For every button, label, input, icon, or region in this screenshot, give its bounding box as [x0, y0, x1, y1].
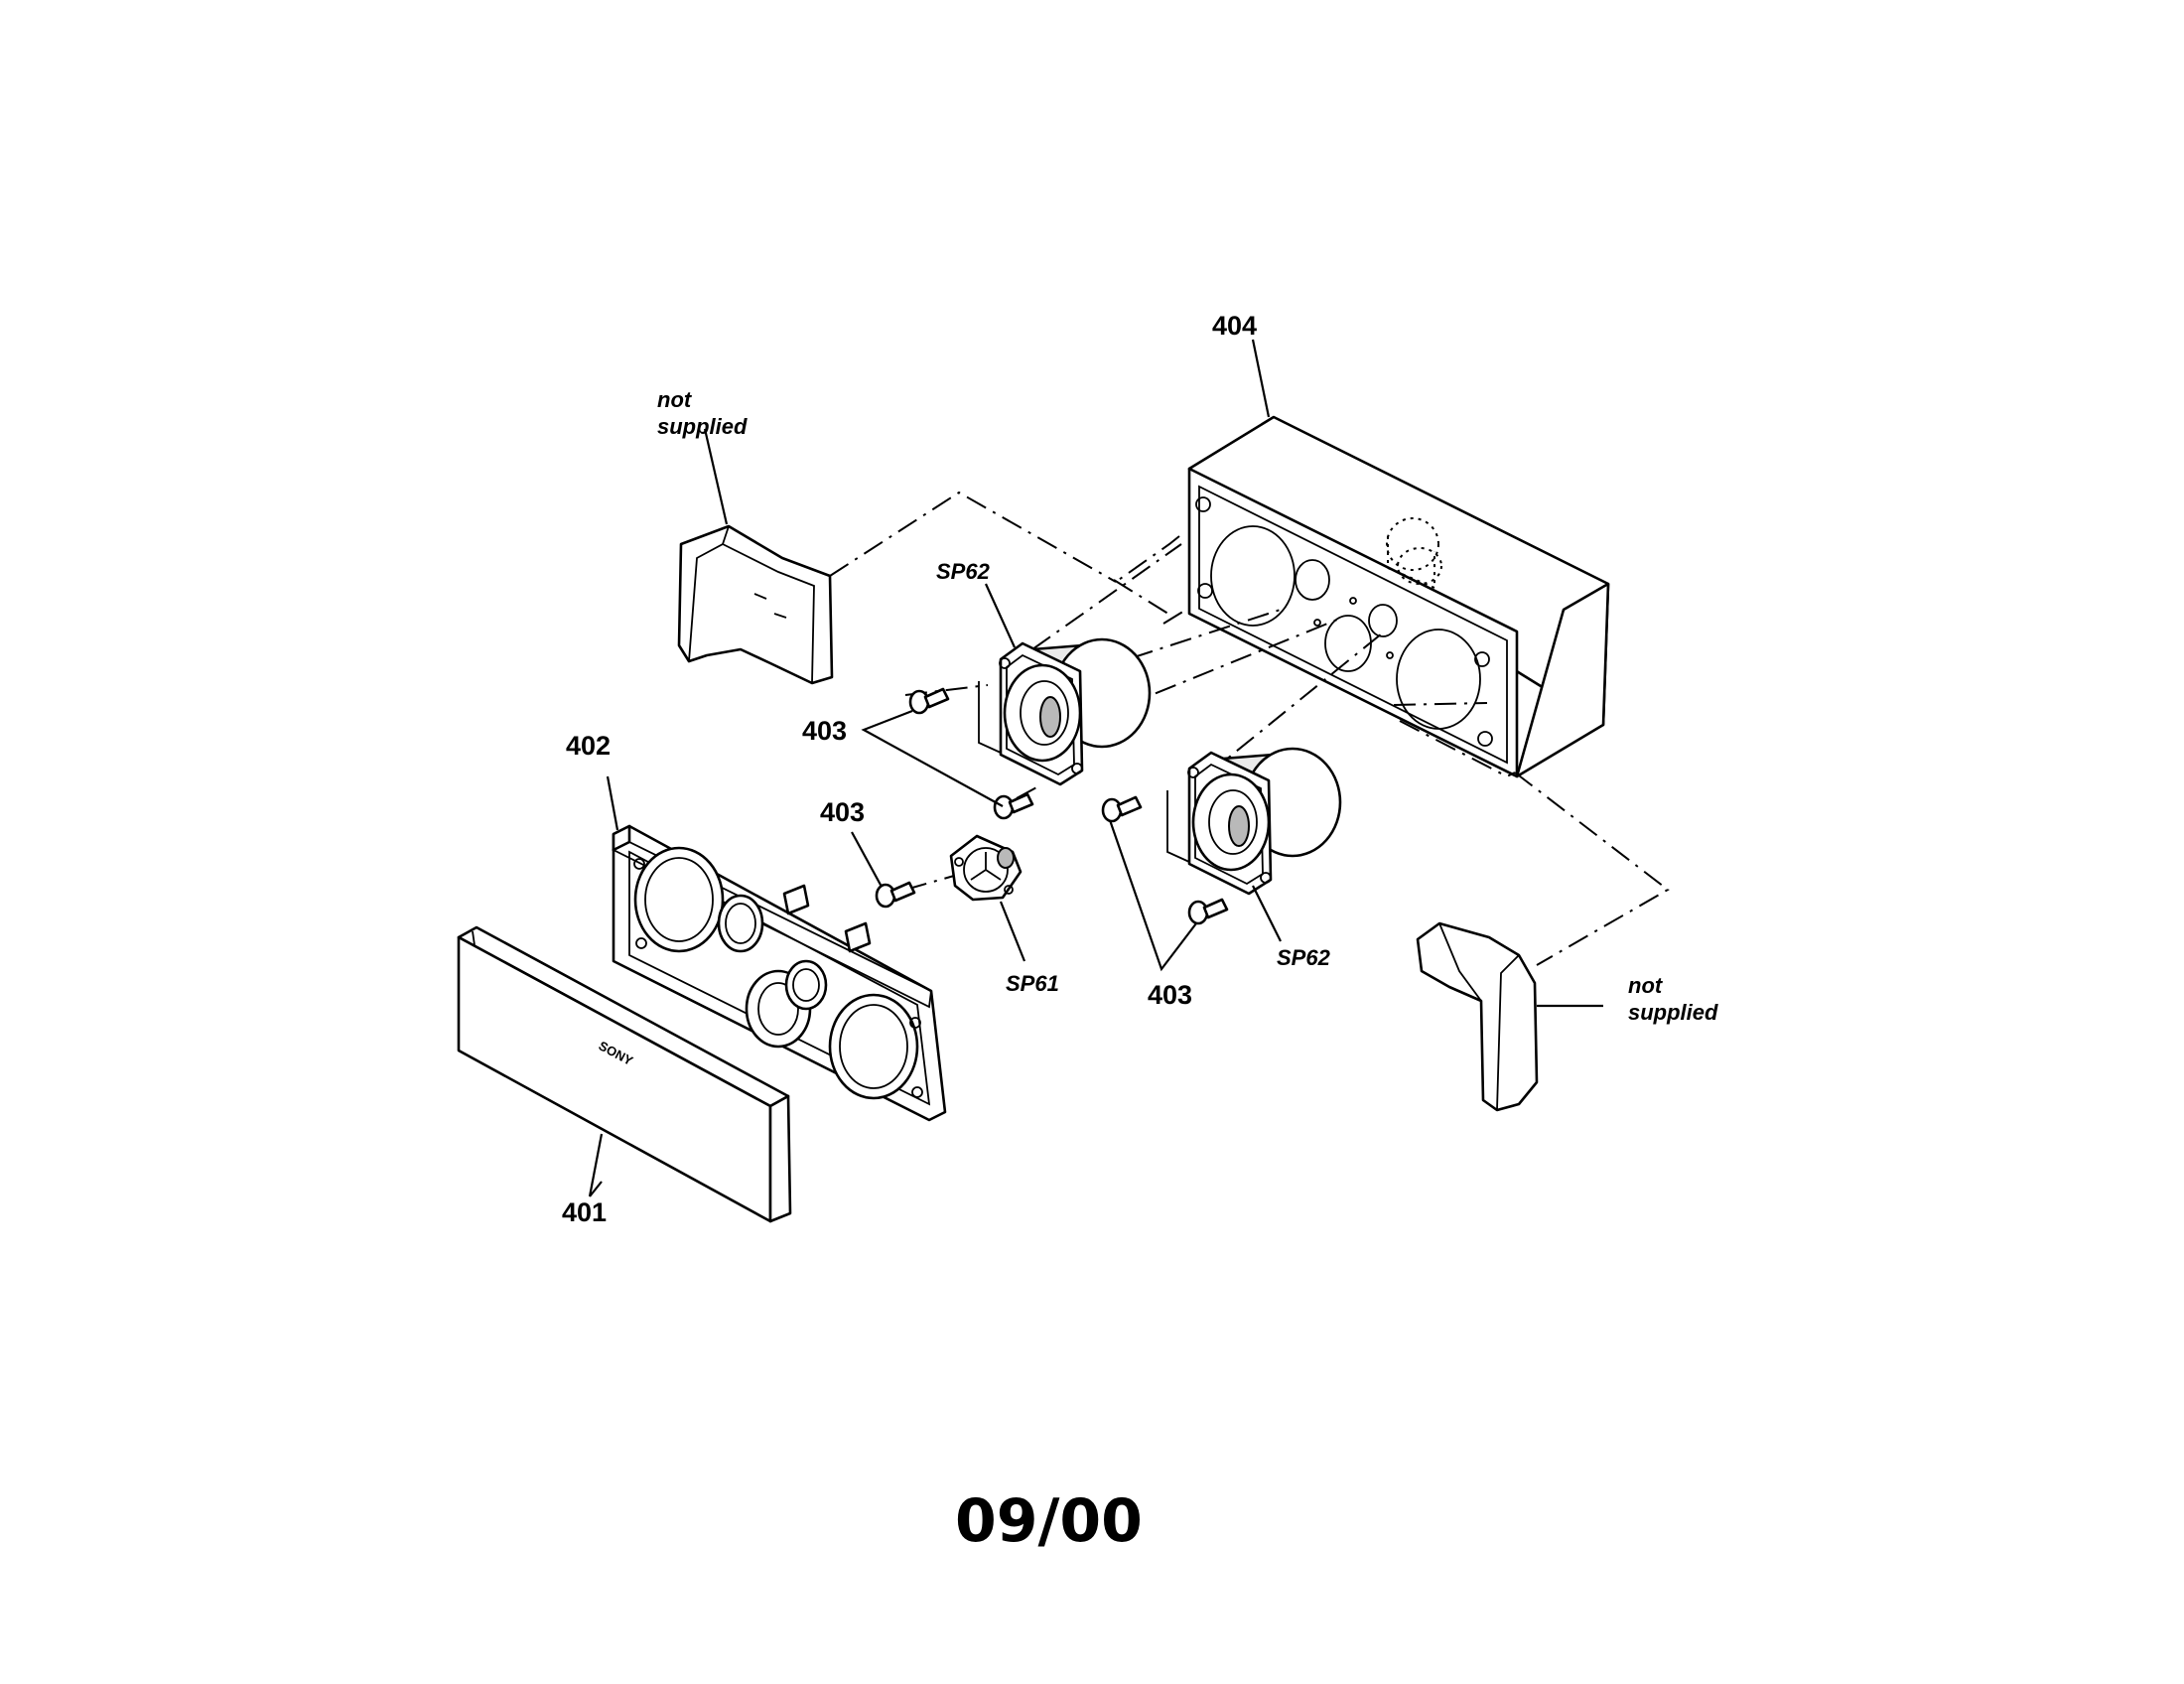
callout-403-middle: 403	[820, 797, 865, 827]
callout-404: 404	[1212, 311, 1257, 341]
screw-e	[1187, 898, 1229, 925]
footer-code: 09/00	[955, 1486, 1143, 1556]
screw-b	[993, 792, 1034, 820]
woofer-sp62-upper	[978, 637, 1152, 786]
tweeter-sp61	[949, 834, 1023, 902]
callout-sp62-lower: SP62	[1277, 945, 1331, 970]
grille-frame-402	[611, 824, 947, 1122]
not-supplied-left-line2: supplied	[657, 414, 748, 439]
not-supplied-right-line2: supplied	[1628, 1000, 1718, 1025]
callout-403-lower: 403	[1148, 980, 1192, 1010]
screw-d	[1101, 795, 1143, 823]
screw-a	[908, 687, 950, 715]
front-grille-401: SONY	[457, 925, 792, 1223]
woofer-sp62-lower	[1166, 747, 1342, 896]
end-cap-right	[1416, 921, 1539, 1112]
callout-sp61: SP61	[1006, 971, 1059, 996]
end-cap-left	[677, 524, 834, 685]
callout-sp62-upper: SP62	[936, 559, 991, 584]
callout-401: 401	[562, 1197, 607, 1227]
cabinet-404	[1187, 415, 1610, 778]
not-supplied-left-line1: not	[657, 387, 693, 412]
screws-403	[875, 687, 1229, 925]
callout-402: 402	[566, 731, 611, 761]
screw-c	[875, 881, 916, 909]
not-supplied-right-line1: not	[1628, 973, 1664, 998]
callout-403-upper: 403	[802, 716, 847, 746]
